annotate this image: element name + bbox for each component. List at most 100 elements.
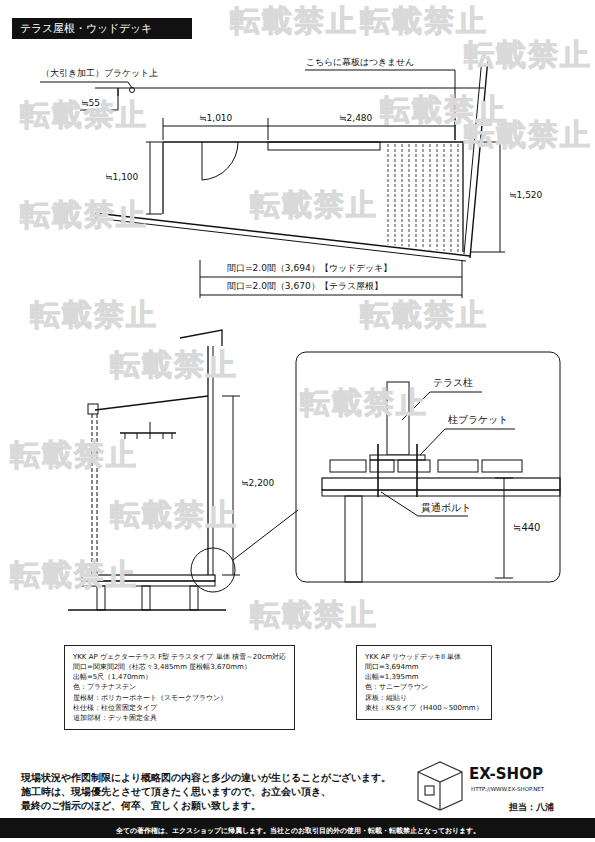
dimension: ≒55 (80, 98, 101, 108)
line-art (296, 352, 560, 582)
spec-text: YKK AP リウッドデッキII 単体 (365, 652, 483, 662)
line-art (163, 126, 455, 127)
line-art (423, 144, 424, 249)
line-art (68, 609, 226, 610)
spec-text: 間口=3,694mm (365, 662, 483, 672)
line-art (118, 88, 119, 96)
line-art (464, 58, 482, 254)
line-art (150, 142, 151, 214)
part-name: 貫通ボルト (420, 502, 472, 514)
line-art (222, 575, 240, 576)
line-art (430, 144, 431, 249)
line-art (370, 460, 394, 472)
line-art (430, 392, 482, 393)
line-art (398, 460, 430, 472)
watermark: 転載禁止 (250, 190, 378, 220)
note: 施工時は、現場優先とさせて頂きたく思いますので、お立会い頂き、 (20, 787, 332, 798)
watermark: 転載禁止 (10, 560, 138, 590)
watermark: 転載禁止 (360, 300, 488, 330)
line-art (322, 478, 560, 490)
line-art (200, 295, 462, 296)
dimension: 間口=2.0間（3,670）【テラス屋根】 (226, 281, 384, 291)
line-art (458, 144, 459, 253)
line-art (425, 786, 434, 795)
dimension: ≒1,100 (104, 172, 139, 182)
line-art (202, 142, 203, 180)
line-art (233, 396, 234, 575)
line-art (142, 586, 150, 610)
line-art (504, 478, 505, 578)
spec-text: YKK AP ヴェクターテラス F型 テラスタイプ 単体 積雪～20cm対応 (73, 652, 286, 662)
line-art (95, 396, 208, 410)
spec-text: 屋根材：ポリカーボネート（スモークブラウン） (73, 693, 286, 703)
watermark: 転載禁止 (110, 500, 238, 530)
watermark: 転載禁止 (360, 6, 488, 36)
dimension: 間口=2.0間（3,694）【ウッドデッキ】 (226, 263, 393, 273)
line-art (438, 460, 478, 472)
line-art (418, 516, 468, 517)
line-art (180, 330, 222, 346)
line-art (213, 346, 214, 575)
staff-name: 担当：八浦 (508, 802, 555, 812)
hatching (388, 144, 458, 253)
line-art (191, 548, 235, 592)
line-art (120, 432, 176, 433)
line-art (377, 444, 379, 497)
spec-text: 出幅=1,395mm (365, 672, 483, 682)
line-art (190, 586, 198, 610)
dimension: ≒1,010 (198, 113, 233, 123)
url: HTTP://WWW.EX-SHOP.NET (470, 786, 545, 792)
line-art (146, 142, 162, 143)
watermark: 転載禁止 (300, 388, 428, 418)
line-art (402, 144, 403, 246)
spec-text: 追加部材：デッキ固定金具 (73, 713, 286, 723)
spec-text: 色：プラチナステン (73, 682, 286, 692)
spec-text: 間口=関東間2間（柱芯々3,485mm 屋根幅3,670mm） (73, 662, 286, 672)
line-art (420, 429, 445, 455)
spec-text: 束柱：KSタイプ（H400～500mm） (365, 703, 483, 713)
spec-text: 床板：縦貼り (365, 693, 483, 703)
watermark: 転載禁止 (464, 40, 592, 70)
spec-text: 出幅=5尺（1,470mm） (73, 672, 286, 682)
plan-view (40, 58, 505, 298)
line-art (163, 142, 463, 252)
line-art (322, 490, 560, 496)
line-art (150, 422, 151, 433)
line-art (40, 82, 132, 88)
line-art (416, 144, 417, 248)
line-art (163, 118, 164, 140)
line-art (202, 142, 238, 180)
note: 現場状況や作図制限により概略図の内容と多少の違いが生じることがございます。 (20, 773, 392, 784)
copyright-band: 全ての著作権は、エクスショップに帰属します。当社とのお取引目的外の使用・転載・転… (0, 818, 595, 838)
part-name: 柱ブラケット (447, 414, 509, 426)
line-art (207, 346, 208, 575)
line-art (95, 87, 484, 88)
line-art (395, 144, 396, 245)
line-art (418, 762, 462, 810)
note: 最終のご指示のほど、何卒、宜しくお願い致します。 (20, 801, 262, 812)
line-art (95, 218, 466, 261)
part-name: テラス柱 (432, 377, 474, 389)
line-art (88, 404, 98, 414)
spec-text: 柱仕様：柱位置固定タイプ (73, 703, 286, 713)
line-art (451, 144, 452, 252)
spec-text: 全ての著作権は、エクスショップに帰属します。当社とのお取引目的外の使用・転載・転… (116, 827, 480, 835)
line-art (437, 144, 438, 250)
line-art (233, 510, 298, 560)
line-art (345, 496, 362, 582)
line-art (388, 144, 389, 245)
line-art (130, 88, 135, 93)
line-art (470, 252, 505, 253)
spec-box: YKK AP リウッドデッキII 単体間口=3,694mm出幅=1,395mm色… (356, 645, 492, 720)
note: （大引き加工）ブラケット上 (40, 68, 159, 78)
spec-box: YKK AP ヴェクターテラス F型 テラスタイプ 単体 積雪～20cm対応間口… (64, 645, 295, 730)
logo-text: EX-SHOP (468, 766, 544, 783)
dimension: ≒440 (512, 522, 541, 534)
dimension: ≒2,480 (338, 113, 373, 123)
watermark: 転載禁止 (30, 300, 158, 330)
line-art (416, 444, 418, 497)
line-art (445, 429, 515, 430)
watermark: 転載禁止 (20, 200, 148, 230)
line-art (268, 142, 380, 150)
watermark: 転載禁止 (230, 6, 358, 36)
